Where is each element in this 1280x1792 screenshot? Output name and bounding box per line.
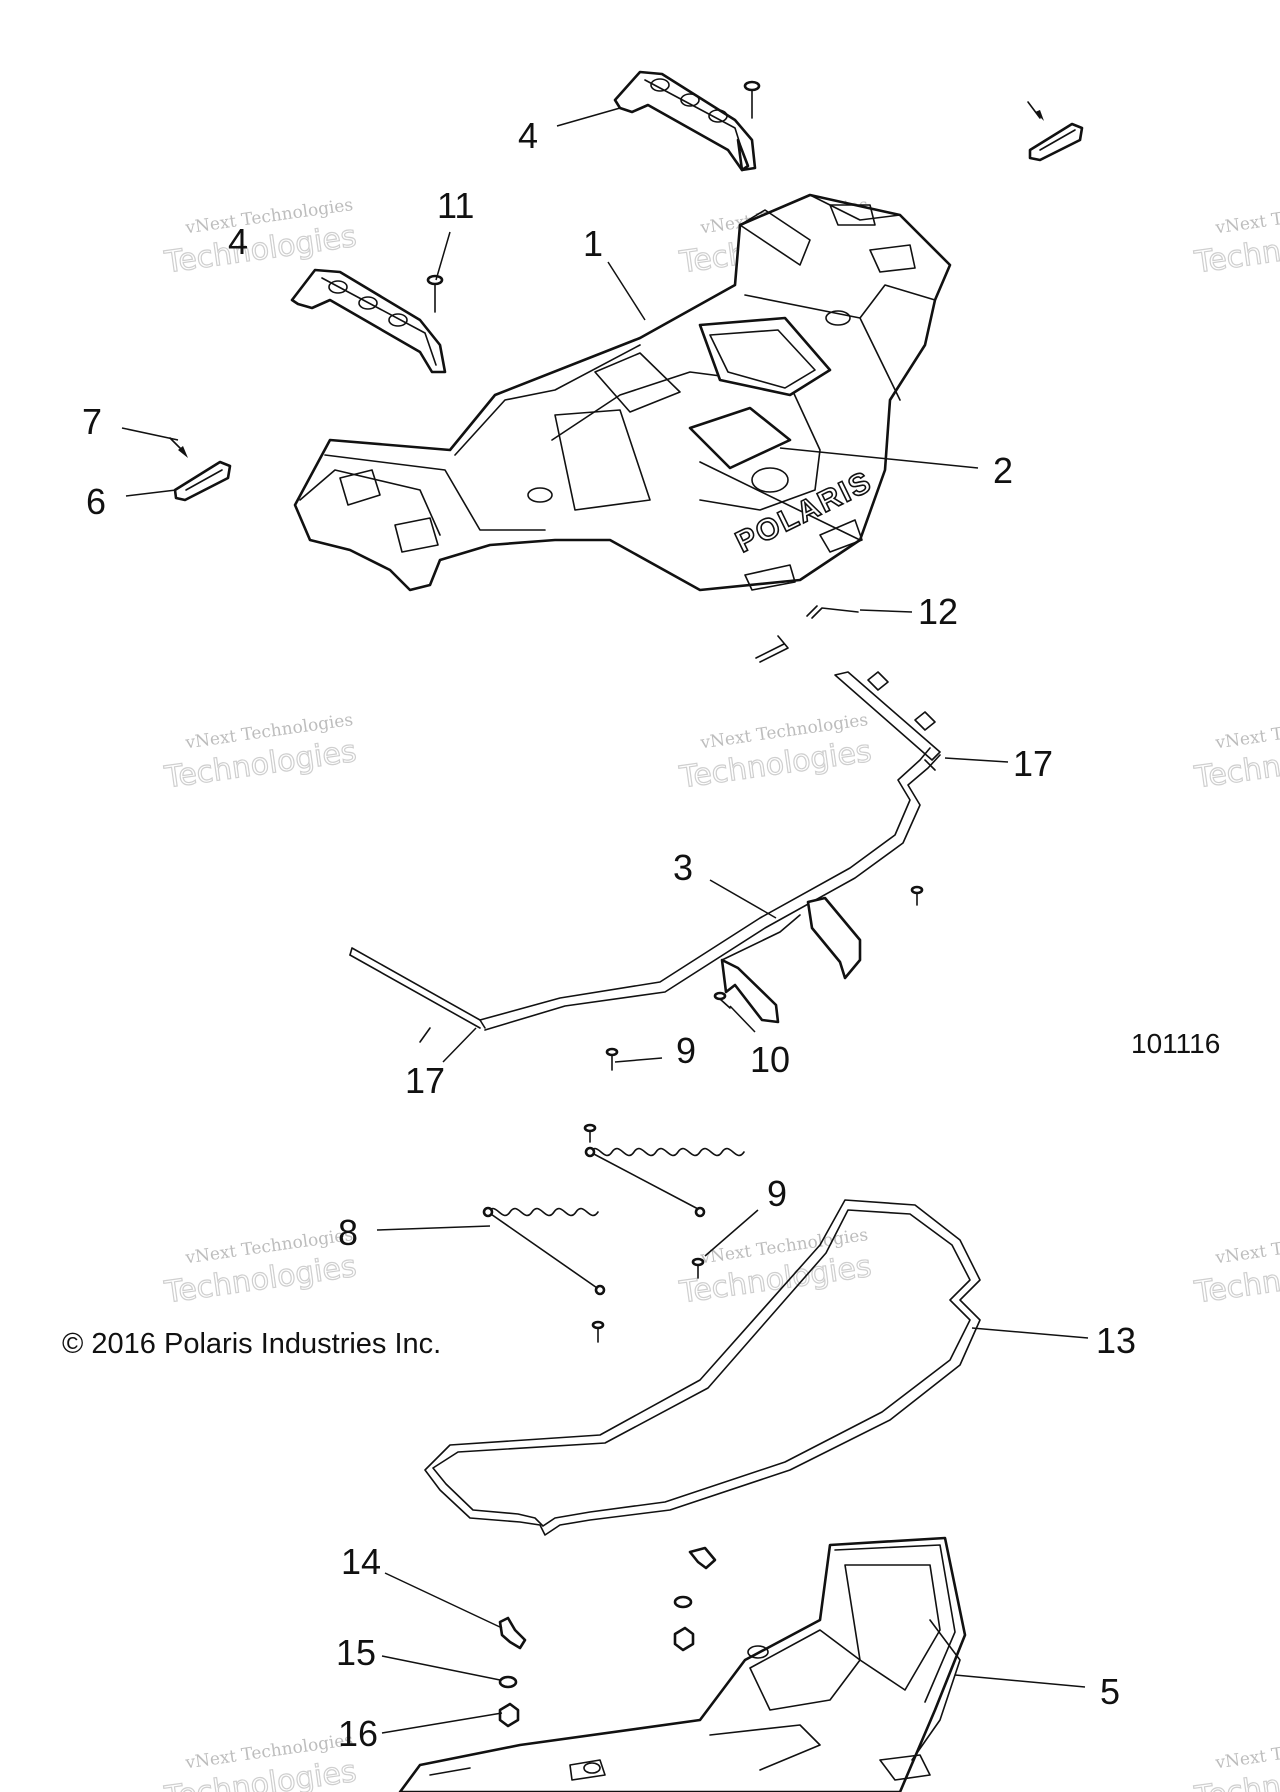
callout-11: 11 <box>437 185 474 226</box>
callout-9: 9 <box>767 1173 787 1214</box>
svg-text:vNext Technologies: vNext Technologies <box>1213 710 1280 753</box>
svg-text:vNext Technologies: vNext Technologies <box>1213 1730 1280 1773</box>
part-8-spring-lower <box>482 1206 606 1296</box>
bolt-9-lower <box>691 1257 705 1279</box>
watermark: Technologies vNext Technologies <box>1191 1730 1280 1792</box>
callout-13: 13 <box>1096 1320 1136 1361</box>
part-4-bracket-top <box>613 70 757 172</box>
part-12-clip <box>755 605 859 663</box>
part-8-spring-upper <box>584 1146 745 1218</box>
part-1-cover: POLARIS <box>293 193 952 592</box>
bolt-frame-right <box>910 885 924 906</box>
callout-7: 7 <box>82 401 102 442</box>
callout-5: 5 <box>1100 1671 1120 1712</box>
watermark: Technologies vNext Technologies <box>676 710 874 796</box>
watermark: Technologies vNext Technologies <box>676 1225 874 1311</box>
latch-top-right <box>1027 101 1084 162</box>
watermark: Technologies vNext Technologies <box>161 195 359 281</box>
part-7-pin <box>169 437 188 458</box>
callout-15: 15 <box>336 1632 376 1673</box>
bolt-10 <box>713 991 731 1009</box>
callout-12: 12 <box>918 591 958 632</box>
copyright-text: © 2016 Polaris Industries Inc. <box>62 1328 441 1360</box>
callout-10: 10 <box>750 1039 790 1080</box>
svg-text:vNext Technologies: vNext Technologies <box>1213 1225 1280 1268</box>
watermark: Technologies vNext Technologies <box>161 710 359 796</box>
callout-14: 14 <box>341 1541 381 1582</box>
screw-11 <box>426 274 444 313</box>
bolt-9-upper <box>605 1047 619 1071</box>
callout-6: 6 <box>86 481 106 522</box>
callout-17: 17 <box>405 1060 445 1101</box>
part-13-seal <box>424 1199 981 1536</box>
bolt-spring-top <box>583 1123 597 1143</box>
part-14-clip <box>498 1546 717 1650</box>
callout-17: 17 <box>1013 743 1053 784</box>
callout-8: 8 <box>338 1212 358 1253</box>
callout-4: 4 <box>518 115 538 156</box>
part-15-washer <box>498 1595 693 1689</box>
part-5-tray <box>398 1536 967 1792</box>
watermark: Technologies vNext Technologies <box>161 1225 359 1311</box>
svg-text:vNext Technologies: vNext Technologies <box>1213 195 1280 238</box>
leader-lines <box>121 107 1089 1734</box>
watermark: Technologies vNext Technologies <box>1191 1225 1280 1311</box>
part-16-nut <box>498 1626 695 1728</box>
part-3-frame <box>349 671 941 1043</box>
callout-2: 2 <box>993 450 1013 491</box>
part-6-latch <box>173 460 232 502</box>
callout-9: 9 <box>676 1030 696 1071</box>
callout-1: 1 <box>583 223 603 264</box>
watermark: Technologies vNext Technologies <box>1191 710 1280 796</box>
callout-3: 3 <box>673 847 693 888</box>
callout-labels: 4 1 11 4 7 6 2 12 17 3 101116 9 10 17 9 … <box>82 115 1220 1754</box>
drawing-number: 101116 <box>1131 1028 1220 1059</box>
watermark: Technologies vNext Technologies <box>1191 195 1280 281</box>
bolt-spring-bottom <box>591 1320 605 1343</box>
watermark: Technologies vNext Technologies <box>161 1730 359 1792</box>
callout-4: 4 <box>228 221 248 262</box>
callout-16: 16 <box>338 1713 378 1754</box>
screw-top <box>743 80 761 119</box>
part-4-bracket-left <box>290 268 447 374</box>
